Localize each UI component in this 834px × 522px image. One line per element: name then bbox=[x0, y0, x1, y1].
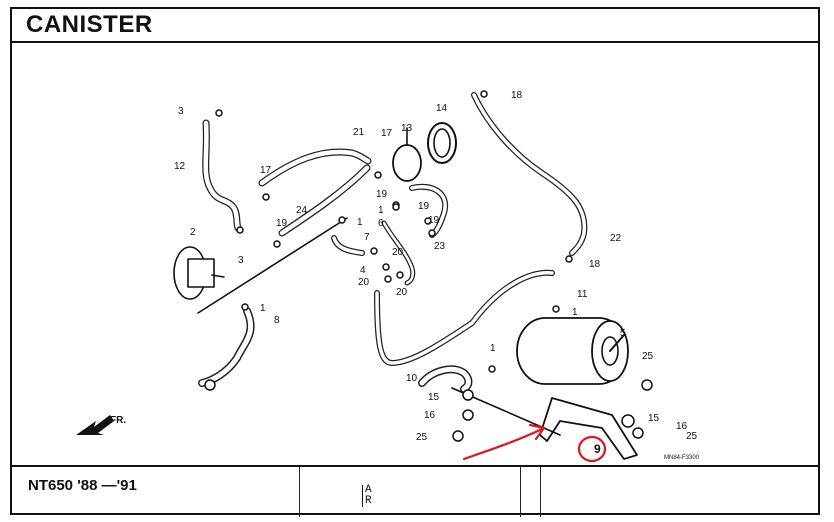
front-arrow-icon bbox=[76, 415, 114, 435]
reference-code: MN84-F3300 bbox=[664, 455, 700, 461]
model-label: NT650 '88 —'91 bbox=[28, 477, 137, 494]
title-bar: CANISTER bbox=[12, 9, 818, 43]
part-number-21: 21 bbox=[353, 127, 365, 138]
part-number-25c: 25 bbox=[686, 431, 698, 442]
footer-divider-3 bbox=[540, 467, 541, 517]
part-number-19d: 19 bbox=[428, 215, 440, 226]
part-number-18: 18 bbox=[511, 90, 523, 101]
part-number-16b: 16 bbox=[676, 421, 688, 432]
part-number-9: 9 bbox=[594, 442, 601, 456]
part-number-20: 20 bbox=[392, 247, 404, 258]
tab-letter-a: A bbox=[365, 484, 372, 496]
part-number-3b: 3 bbox=[238, 255, 244, 266]
part-number-11: 11 bbox=[577, 289, 588, 300]
parts-diagram: FR. 3 12 17 3 2 19 24 21 17 13 14 18 19 … bbox=[12, 43, 818, 467]
part-number-13: 13 bbox=[401, 123, 413, 134]
part-number-19: 19 bbox=[276, 218, 288, 229]
part-number-18b: 18 bbox=[589, 259, 601, 270]
part-number-6: 6 bbox=[378, 218, 384, 229]
part-number-20b: 20 bbox=[358, 277, 370, 288]
part-number-15b: 15 bbox=[648, 413, 660, 424]
part-number-22: 22 bbox=[610, 233, 622, 244]
part-number-19b: 19 bbox=[376, 189, 388, 200]
part-number-20c: 20 bbox=[396, 287, 408, 298]
part-number-19c: 19 bbox=[418, 201, 430, 212]
part-number-1e: 1 bbox=[490, 343, 496, 354]
section-tab: A R bbox=[362, 485, 377, 507]
front-label: FR. bbox=[110, 415, 126, 426]
part-number-16: 16 bbox=[424, 410, 436, 421]
part-number-2: 2 bbox=[190, 227, 196, 238]
arrowhead-icon bbox=[528, 423, 546, 441]
part-number-17: 17 bbox=[260, 165, 272, 176]
part-number-4: 4 bbox=[360, 265, 366, 276]
part-number-1: 1 bbox=[357, 217, 363, 228]
part-number-17b: 17 bbox=[381, 128, 393, 139]
part-number-23: 23 bbox=[434, 241, 446, 252]
part-number-25: 25 bbox=[642, 351, 654, 362]
part-number-5: 5 bbox=[620, 328, 626, 339]
footer-bar: NT650 '88 —'91 A R bbox=[12, 465, 818, 517]
tab-letter-r: R bbox=[365, 495, 372, 507]
part-number-1b: 1 bbox=[378, 205, 384, 216]
part-number-1d: 1 bbox=[260, 303, 266, 314]
page-title: CANISTER bbox=[26, 11, 153, 38]
highlight-annotation bbox=[462, 423, 607, 463]
footer-divider-2 bbox=[520, 467, 521, 517]
part-number-7: 7 bbox=[364, 232, 370, 243]
diagram-frame: CANISTER bbox=[10, 7, 820, 517]
part-number-24: 24 bbox=[296, 205, 308, 216]
part-number-25b: 25 bbox=[416, 432, 428, 443]
part-number-1c: 1 bbox=[572, 307, 578, 318]
part-number-10: 10 bbox=[406, 373, 418, 384]
highlight-arrow bbox=[462, 427, 544, 461]
highlight-circle bbox=[577, 435, 607, 463]
part-number-8: 8 bbox=[274, 315, 280, 326]
part-number-3: 3 bbox=[178, 106, 184, 117]
part-number-14: 14 bbox=[436, 103, 448, 114]
footer-divider bbox=[299, 467, 300, 517]
part-number-12: 12 bbox=[174, 161, 186, 172]
part-number-15: 15 bbox=[428, 392, 440, 403]
exploded-view-drawing: FR. 3 12 17 3 2 19 24 21 17 13 14 18 19 … bbox=[76, 90, 700, 463]
